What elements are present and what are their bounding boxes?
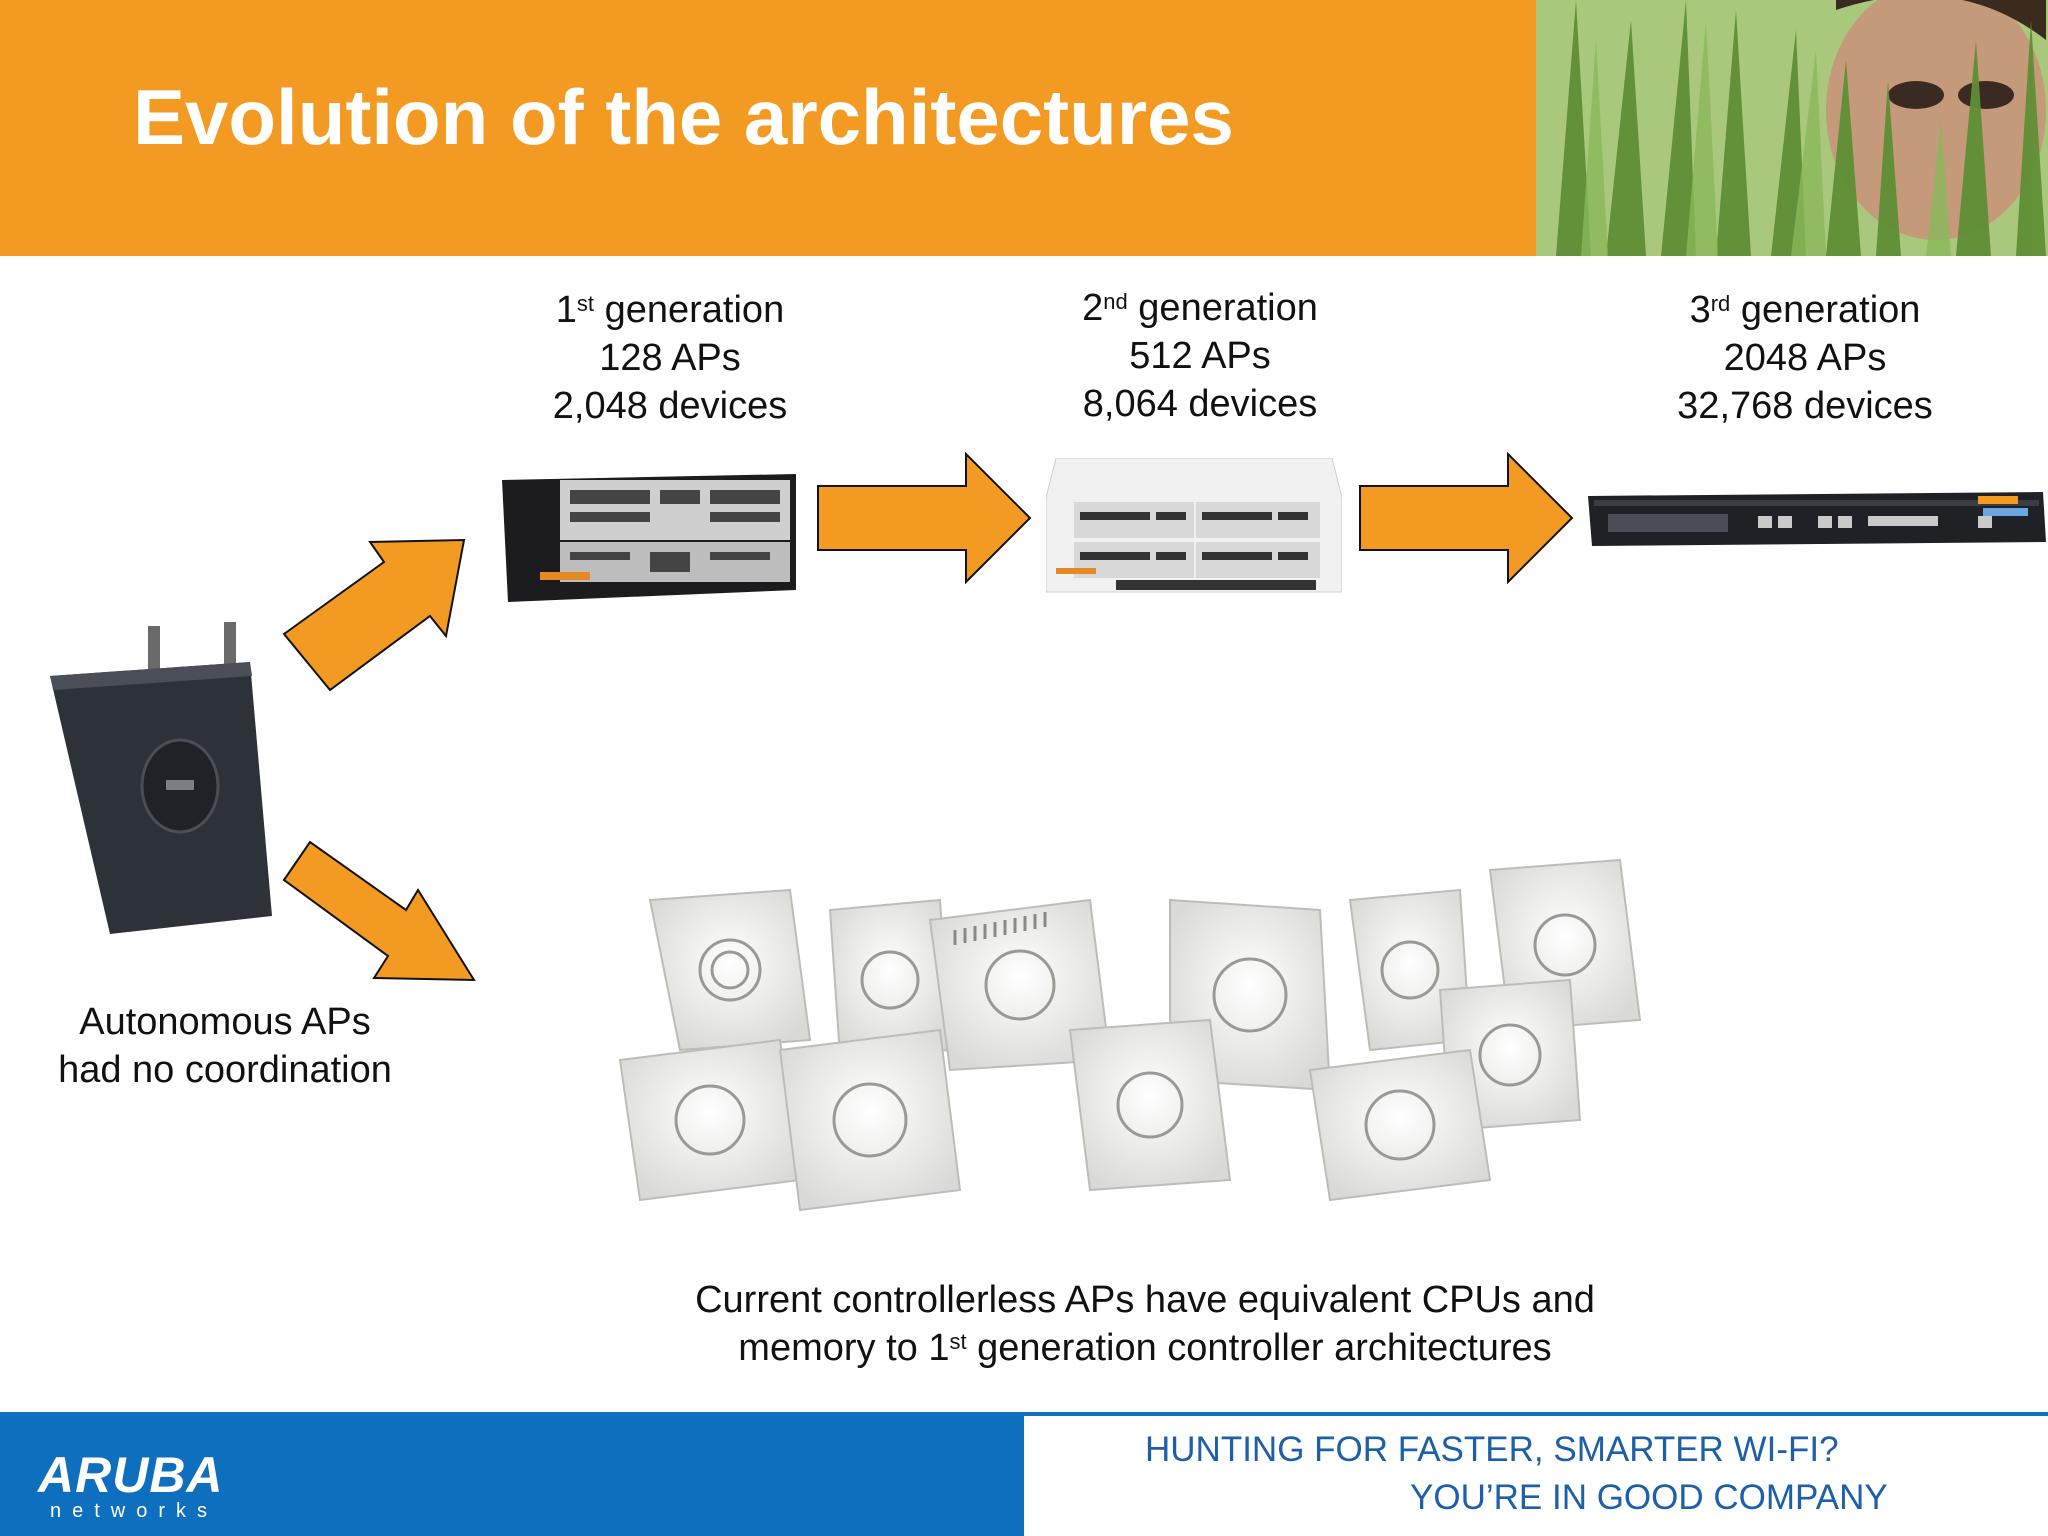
- controller-2nd-gen-icon: [1046, 458, 1342, 598]
- gen-3-word: generation: [1740, 289, 1921, 331]
- gen-2-aps: 512 APs: [1129, 335, 1271, 377]
- gen-1-suffix: st: [576, 291, 595, 316]
- gen-2-ordinal: 2: [1082, 287, 1104, 329]
- gen-1-word: generation: [604, 289, 785, 331]
- gen-3-aps: 2048 APs: [1723, 337, 1887, 379]
- current-caption-line2-pre: memory to 1: [738, 1327, 950, 1369]
- aruba-logo-sub: networks: [50, 1500, 219, 1522]
- arrow-to-gen2: [816, 452, 1034, 584]
- current-aps-caption: Current controllerless APs have equivale…: [620, 1276, 1670, 1372]
- gen-2-suffix: nd: [1103, 289, 1128, 314]
- header-bar: [0, 0, 1536, 256]
- gen-3-ordinal: 3: [1689, 289, 1711, 331]
- autonomous-caption-line2: had no coordination: [58, 1049, 392, 1091]
- controller-1st-gen-icon: [500, 472, 800, 604]
- current-caption-line2-sup: st: [949, 1329, 967, 1354]
- slogan-line1: HUNTING FOR FASTER, SMARTER WI-FI?: [1145, 1430, 1839, 1469]
- gen-2-label: 2nd generation 512 APs 8,064 devices: [1050, 284, 1350, 428]
- gen-2-word: generation: [1138, 287, 1318, 329]
- gen-3-label: 3rd generation 2048 APs 32,768 devices: [1655, 286, 1955, 430]
- current-caption-line1: Current controllerless APs have equivale…: [695, 1279, 1595, 1321]
- footer-left-bar: [0, 1412, 1024, 1536]
- current-caption-line2-post: generation controller architectures: [966, 1327, 1552, 1369]
- access-points-group-icon: [610, 820, 1660, 1240]
- autonomous-ap-icon: [40, 616, 280, 936]
- arrow-to-gen1: [280, 510, 480, 700]
- gen-3-suffix: rd: [1710, 291, 1731, 316]
- gen-3-devices: 32,768 devices: [1677, 385, 1933, 427]
- gen-1-devices: 2,048 devices: [552, 385, 788, 427]
- current-caption-line2: memory to 1st generation controller arch…: [620, 1324, 1670, 1372]
- footer-right-bar: [1024, 1412, 2048, 1536]
- autonomous-caption-line1: Autonomous APs: [79, 1001, 371, 1043]
- aruba-logo: ARUBA networks: [38, 1450, 224, 1522]
- jungle-photo: [1536, 0, 2048, 256]
- gen-1-aps: 128 APs: [599, 337, 741, 379]
- gen-2-devices: 8,064 devices: [1082, 383, 1318, 425]
- gen-1-ordinal: 1: [555, 289, 577, 331]
- gen-1-label: 1st generation 128 APs 2,048 devices: [520, 286, 820, 430]
- slogan-line2: YOU’RE IN GOOD COMPANY: [1410, 1478, 1888, 1517]
- arrow-to-gen3: [1358, 452, 1576, 584]
- aruba-logo-main: ARUBA: [38, 1447, 224, 1503]
- autonomous-caption: Autonomous APs had no coordination: [30, 998, 420, 1094]
- controller-3rd-gen-icon: [1588, 492, 2048, 548]
- arrow-to-current-aps: [280, 836, 480, 986]
- page-title: Evolution of the architectures: [133, 73, 1234, 161]
